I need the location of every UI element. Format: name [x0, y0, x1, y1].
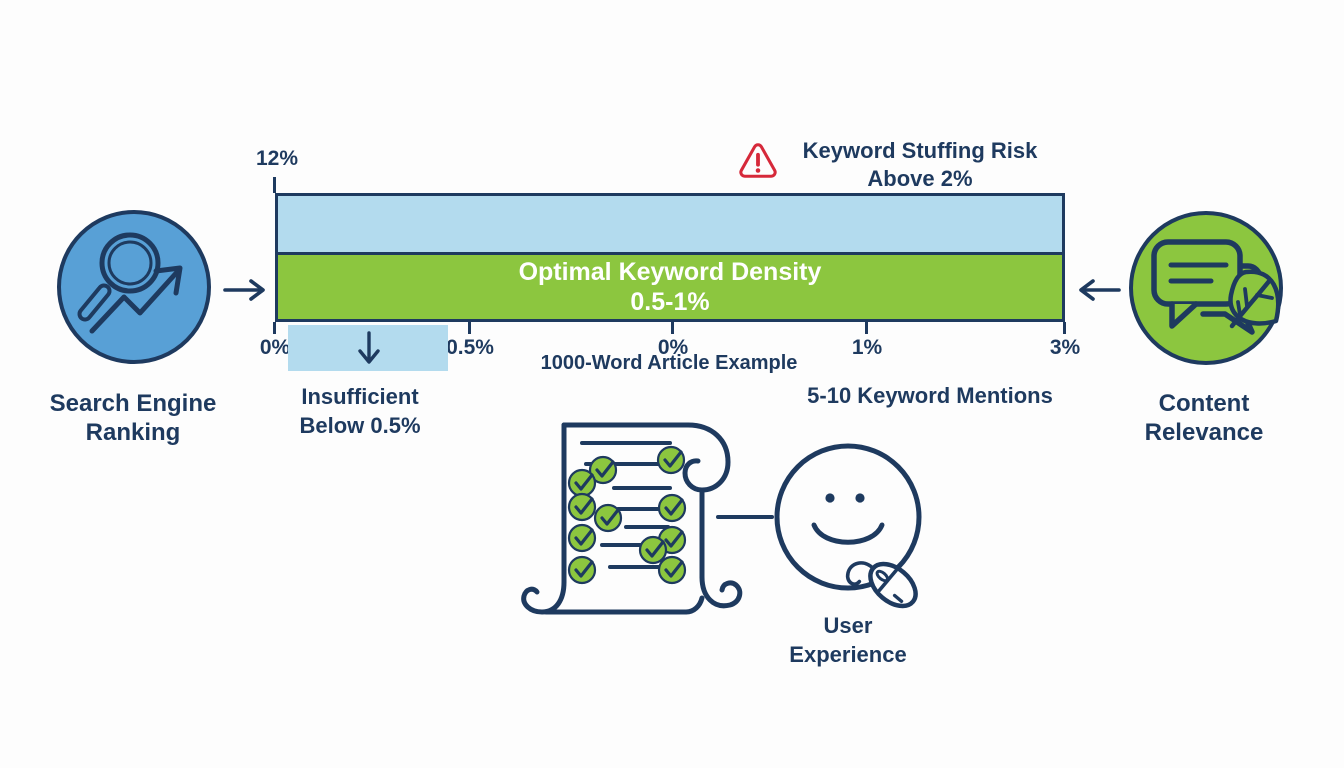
x-axis-tick	[273, 322, 276, 334]
content-relevance-label: Content Relevance	[1144, 390, 1264, 446]
check-circles	[567, 445, 687, 585]
user-experience-label: User Experience	[789, 613, 907, 667]
magnifying-glass-trend-icon	[57, 210, 211, 364]
optimal-label-line1: Optimal Keyword Density	[518, 258, 822, 286]
x-axis-tick	[865, 322, 868, 334]
bar-upper-segment	[278, 196, 1062, 252]
warning-triangle-icon	[739, 143, 777, 178]
scroll-checklist-icon	[521, 422, 743, 615]
bar-optimal-segment: Optimal Keyword Density 0.5-1%	[278, 252, 1062, 319]
connector-line	[716, 515, 774, 519]
x-tick-label: 0%	[259, 336, 291, 359]
search-engine-ranking-label: Search Engine Ranking	[49, 390, 217, 446]
x-axis-tick	[1063, 322, 1066, 334]
speech-bubble-leaf-icon	[1129, 211, 1283, 365]
left-arrow-icon	[1079, 279, 1121, 301]
keyword-stuffing-warning-label: Keyword Stuffing Risk Above 2%	[802, 138, 1038, 191]
insufficient-label: Insufficient Below 0.5%	[299, 384, 421, 438]
keyword-mentions-note: 5-10 Keyword Mentions	[807, 383, 1053, 408]
x-axis-tick	[468, 322, 471, 334]
x-tick-label: 0.5%	[446, 336, 494, 359]
x-tick-label: 1%	[851, 336, 883, 359]
keyword-density-bar: Optimal Keyword Density 0.5-1%	[275, 193, 1065, 322]
article-example-note: 1000-Word Article Example	[540, 352, 798, 374]
smiley-mouse-icon	[774, 443, 922, 609]
right-arrow-icon	[223, 279, 265, 301]
bar-max-value-label: 12%	[255, 147, 299, 170]
x-tick-label: 0%	[657, 336, 689, 359]
x-axis-tick	[671, 322, 674, 334]
x-tick-label: 3%	[1049, 336, 1081, 359]
y-axis-tick	[273, 177, 276, 193]
optimal-label-line2: 0.5-1%	[630, 288, 710, 316]
down-arrow-icon	[358, 331, 380, 364]
